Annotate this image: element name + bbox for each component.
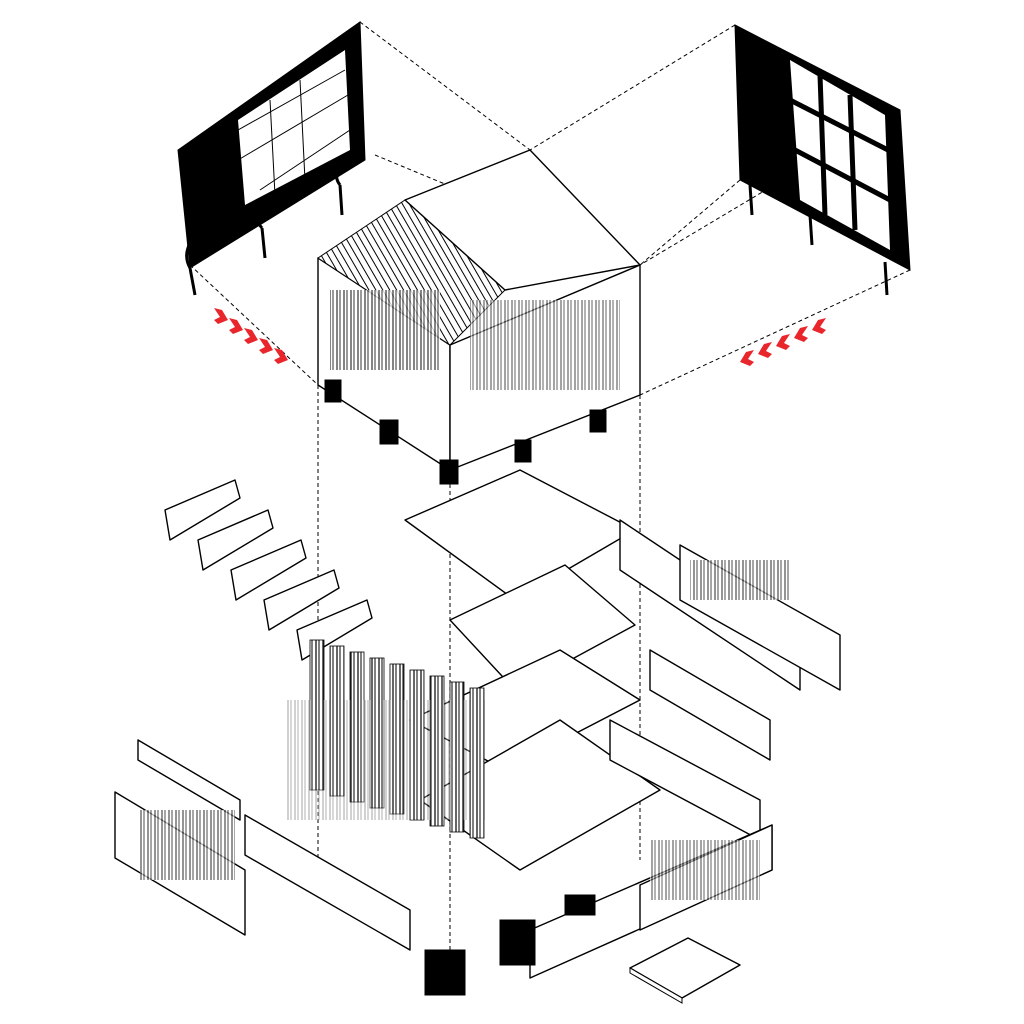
bottom-front-wall	[424, 824, 773, 996]
wall-panel	[649, 649, 771, 761]
wall-panel	[137, 739, 241, 821]
loose-slab-edge	[629, 967, 683, 1004]
chevron-left-down-icon	[812, 318, 826, 334]
projection-line	[359, 21, 531, 151]
panel-structure	[690, 560, 790, 600]
support-piers	[324, 379, 607, 485]
arrows-toward-building-left	[214, 308, 288, 364]
rib-fin	[197, 509, 274, 571]
projection-line	[639, 269, 911, 396]
panel-structure	[140, 810, 235, 880]
chevron-right-down-icon	[274, 348, 288, 364]
ghosted-columns	[285, 700, 485, 820]
right-facade-frame	[734, 24, 911, 296]
right-wall-panels	[609, 519, 841, 841]
interior-structure	[470, 300, 620, 390]
projection-line	[529, 24, 736, 151]
rib-fin	[230, 539, 307, 601]
roof-top	[404, 149, 641, 291]
interior-structure	[330, 290, 440, 370]
chevron-right-down-icon	[259, 338, 273, 354]
chevron-left-down-icon	[758, 342, 772, 358]
chevron-left-down-icon	[794, 326, 808, 342]
chevron-left-down-icon	[776, 334, 790, 350]
rib-fin	[263, 569, 340, 631]
chevron-left-down-icon	[740, 350, 754, 366]
chevron-right-down-icon	[214, 308, 228, 324]
chevron-right-down-icon	[229, 318, 243, 334]
left-facade-frame	[177, 21, 366, 296]
base-pier	[499, 919, 536, 966]
arrows-toward-building-right	[740, 318, 826, 366]
wall-panel	[244, 814, 411, 951]
bottom-left-wall-panels	[114, 739, 411, 951]
rib-fin	[164, 479, 241, 541]
base-pier	[564, 894, 596, 916]
base-pier	[424, 949, 466, 996]
loose-slab	[629, 937, 741, 999]
upper-building-volume	[317, 149, 641, 485]
floor-plate	[449, 564, 636, 691]
floor-plate	[404, 469, 636, 601]
projection-line	[189, 264, 319, 386]
projection-line	[639, 179, 741, 266]
panel-structure	[650, 840, 760, 900]
chevron-right-down-icon	[244, 328, 258, 344]
